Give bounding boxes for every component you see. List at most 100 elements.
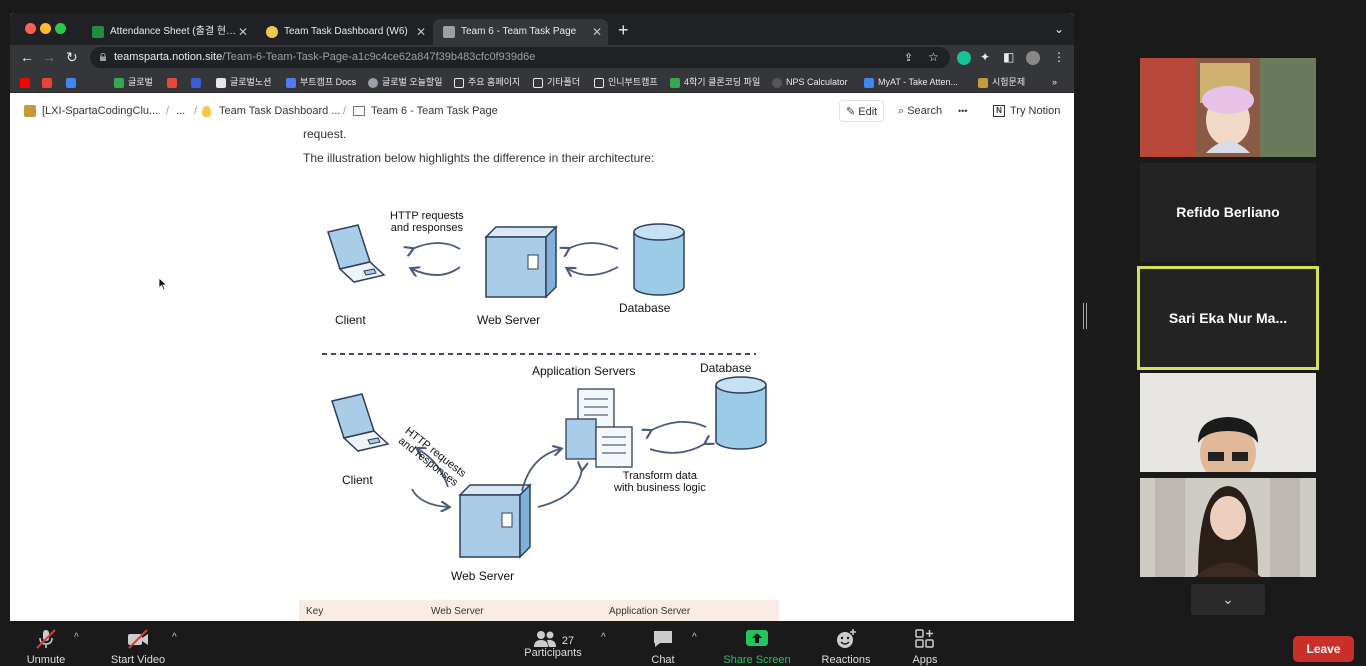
- share-resize-handle[interactable]: [1083, 303, 1087, 329]
- bookmark-star-icon[interactable]: ☆: [928, 50, 939, 64]
- chevron-down-icon[interactable]: ⌄: [1053, 22, 1064, 36]
- forward-icon[interactable]: →: [42, 49, 56, 65]
- participant-video: [1140, 58, 1316, 157]
- breadcrumb-workspace[interactable]: [LXI-SpartaCodingClu...: [24, 105, 158, 118]
- share-page-icon[interactable]: ⇪: [904, 52, 914, 64]
- youtube-icon[interactable]: [20, 75, 34, 89]
- video-options-caret-icon[interactable]: ^: [172, 632, 177, 643]
- bookmark-exam[interactable]: 시험문제: [978, 75, 1025, 89]
- book-icon: [353, 106, 365, 117]
- bookmark-bootcamp-docs[interactable]: 부트캠프 Docs: [286, 75, 356, 89]
- tab-attendance-sheet[interactable]: Attendance Sheet (출결 현황) - G ✕: [82, 19, 254, 45]
- calendar-icon[interactable]: [66, 75, 80, 89]
- notion-logo-icon: N: [993, 105, 1005, 118]
- apps-button[interactable]: Apps: [902, 628, 948, 666]
- bookmarks-overflow[interactable]: »: [1052, 77, 1058, 87]
- application-servers-icon: [565, 388, 633, 468]
- bookmark-nps-calculator[interactable]: NPS Calculator: [772, 75, 848, 89]
- web-server-label-2: Web Server: [451, 569, 515, 583]
- folder-icon: [533, 77, 543, 88]
- breadcrumb-dashboard[interactable]: Team Task Dashboard ...: [202, 105, 340, 117]
- folder-icon: [594, 77, 604, 88]
- close-tab-icon[interactable]: ✕: [237, 25, 248, 39]
- web-server-label-1: Web Server: [477, 313, 541, 327]
- workspace-icon: [24, 105, 36, 118]
- database-icon: [633, 223, 685, 296]
- breadcrumb-current-page[interactable]: Team 6 - Team Task Page: [353, 105, 498, 117]
- tab-team-task-dashboard[interactable]: Team Task Dashboard (W6) ✕: [256, 19, 432, 45]
- minimize-window-icon[interactable]: [40, 23, 51, 34]
- browser-menu-icon[interactable]: ⋮: [1053, 50, 1065, 64]
- participant-tile-3-active-speaker[interactable]: Sari Eka Nur Ma...: [1137, 266, 1319, 370]
- start-video-button[interactable]: Start Video: [104, 628, 172, 666]
- breadcrumb-ellipsis[interactable]: ...: [176, 105, 186, 117]
- participant-tile-4[interactable]: [1140, 373, 1316, 483]
- exam-icon: [978, 77, 988, 88]
- chat-options-caret-icon[interactable]: ^: [692, 632, 697, 643]
- unmute-button[interactable]: Unmute: [18, 628, 74, 666]
- chat-button[interactable]: Chat: [640, 628, 686, 666]
- lightbulb-icon: [202, 105, 211, 117]
- reactions-icon: [837, 629, 856, 648]
- audio-options-caret-icon[interactable]: ^: [74, 632, 79, 643]
- check-icon: [864, 77, 874, 88]
- participant-tile-5[interactable]: [1140, 478, 1316, 577]
- architecture-diagram: [322, 223, 767, 559]
- naver-icon[interactable]: [191, 75, 205, 89]
- bookmark-misc-folder[interactable]: 기타폴더: [533, 75, 580, 89]
- tab-team6-task-page[interactable]: Team 6 - Team Task Page ✕: [433, 19, 608, 45]
- extensions-icon[interactable]: ✦: [980, 50, 991, 64]
- participant-video: [1140, 478, 1316, 577]
- breadcrumb-separator: /: [343, 105, 347, 117]
- database-label-2: Database: [700, 361, 752, 375]
- participant-tile-1[interactable]: [1140, 58, 1316, 157]
- sparta-icon[interactable]: [167, 75, 181, 89]
- grammarly-icon[interactable]: [957, 51, 971, 65]
- side-panel-icon[interactable]: ◧: [1003, 50, 1015, 64]
- bookmark-indonesia-bootcamp[interactable]: 인니부트캠프: [594, 75, 658, 89]
- web-server-icon: [458, 483, 532, 559]
- more-options-button[interactable]: •••: [958, 106, 968, 116]
- comparison-table-header: Key Web Server Application Server: [299, 600, 779, 621]
- chat-icon: [654, 631, 672, 647]
- bookmark-myat[interactable]: MyAT - Take Atten...: [864, 75, 958, 89]
- leave-meeting-button[interactable]: Leave: [1293, 636, 1354, 662]
- bookmark-main-homepage[interactable]: 주요 홈페이지: [454, 75, 520, 89]
- search-button[interactable]: ⌕ Search: [898, 105, 943, 117]
- close-tab-icon[interactable]: ✕: [591, 25, 602, 39]
- participant-name: Sari Eka Nur Ma...: [1168, 310, 1288, 326]
- table-header-web-server: Web Server: [431, 606, 484, 617]
- close-window-icon[interactable]: [25, 23, 36, 34]
- video-off-icon: [128, 629, 148, 649]
- maximize-window-icon[interactable]: [55, 23, 66, 34]
- share-screen-icon: [746, 630, 768, 646]
- gallery-scroll-down-button[interactable]: ⌄: [1191, 584, 1265, 615]
- reload-icon[interactable]: ↻: [66, 49, 78, 65]
- participants-button[interactable]: 27 Participants: [518, 628, 588, 659]
- application-servers-label: Application Servers: [532, 364, 636, 378]
- bookmark-global[interactable]: 글로벌: [114, 75, 153, 89]
- participant-tile-2[interactable]: Refido Berliano: [1140, 163, 1316, 262]
- bookmark-global-today[interactable]: 글로벌 오늘할일: [368, 75, 442, 89]
- tab-strip: Attendance Sheet (출결 현황) - G ✕ Team Task…: [10, 13, 1074, 45]
- edit-button[interactable]: ✎ Edit: [839, 100, 885, 122]
- share-screen-button[interactable]: Share Screen: [718, 628, 796, 666]
- new-tab-icon[interactable]: +: [618, 20, 629, 40]
- client-label-2: Client: [342, 473, 373, 487]
- gmail-icon[interactable]: [42, 75, 56, 89]
- globe-icon: [368, 77, 378, 88]
- participants-options-caret-icon[interactable]: ^: [601, 632, 606, 643]
- reactions-button[interactable]: Reactions: [816, 628, 876, 666]
- bookmarks-bar: 글로벌 글로벌노션 부트캠프 Docs 글로벌 오늘할일 주요 홈페이지 기타폴…: [10, 71, 1074, 93]
- bookmark-clone-coding[interactable]: 4학기 클론코딩 파일: [670, 75, 760, 89]
- bookmark-global-notion[interactable]: 글로벌노션: [216, 75, 271, 89]
- laptop-icon: [327, 224, 386, 283]
- client-label-1: Client: [335, 313, 366, 327]
- back-icon[interactable]: ←: [20, 49, 34, 65]
- profile-avatar-icon[interactable]: [1026, 51, 1040, 65]
- address-bar[interactable]: teamsparta.notion.site/Team-6-Team-Task-…: [90, 47, 950, 68]
- close-tab-icon[interactable]: ✕: [415, 25, 426, 39]
